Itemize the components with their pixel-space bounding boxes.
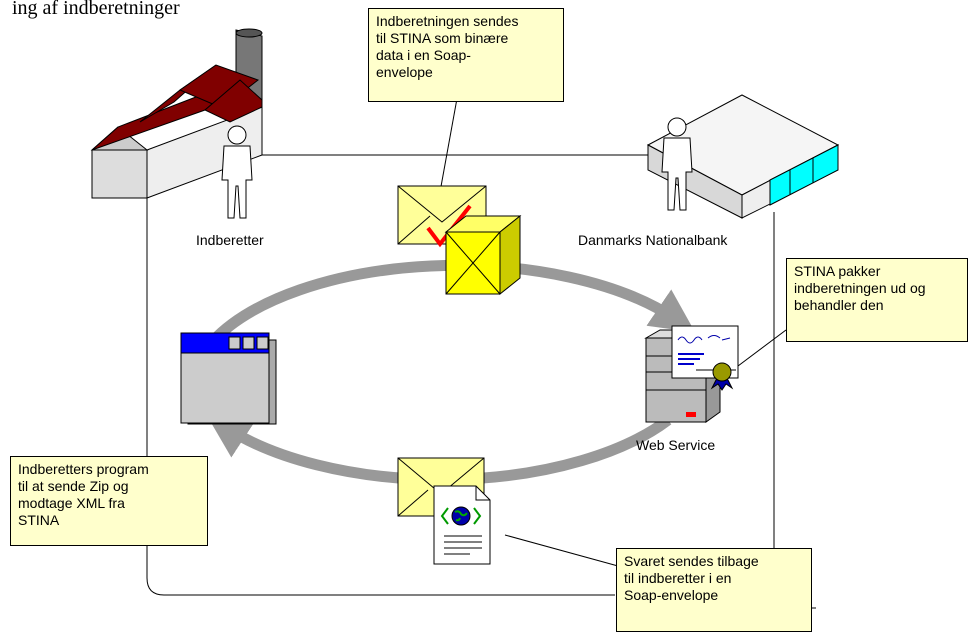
reporter-person-icon [221, 125, 253, 219]
xml-document-icon [433, 485, 491, 565]
factory-icon [90, 28, 263, 199]
package-icon [444, 214, 522, 296]
app-window-icon [180, 332, 277, 425]
reporter-label: Indberetter [196, 232, 264, 248]
header-fragment: ing af indberetninger [12, 0, 180, 19]
cycle-arrow-upper [207, 259, 696, 346]
checkmark-icon [426, 204, 472, 248]
callout-reporter-program: Indberetters program til at sende Zip og… [10, 456, 208, 546]
certificate-icon [671, 325, 739, 391]
web-service-label: Web Service [636, 437, 716, 453]
callout-response-sent: Svaret sendes tilbage til indberetter i … [616, 548, 812, 632]
bank-person-icon [661, 117, 693, 211]
bank-label: Danmarks Nationalbank [578, 232, 728, 248]
callout-send-binary: Indberetningen sendes til STINA som binæ… [368, 8, 564, 102]
callout-stina-unpacks: STINA pakker indberetningen ud og behand… [786, 258, 968, 342]
